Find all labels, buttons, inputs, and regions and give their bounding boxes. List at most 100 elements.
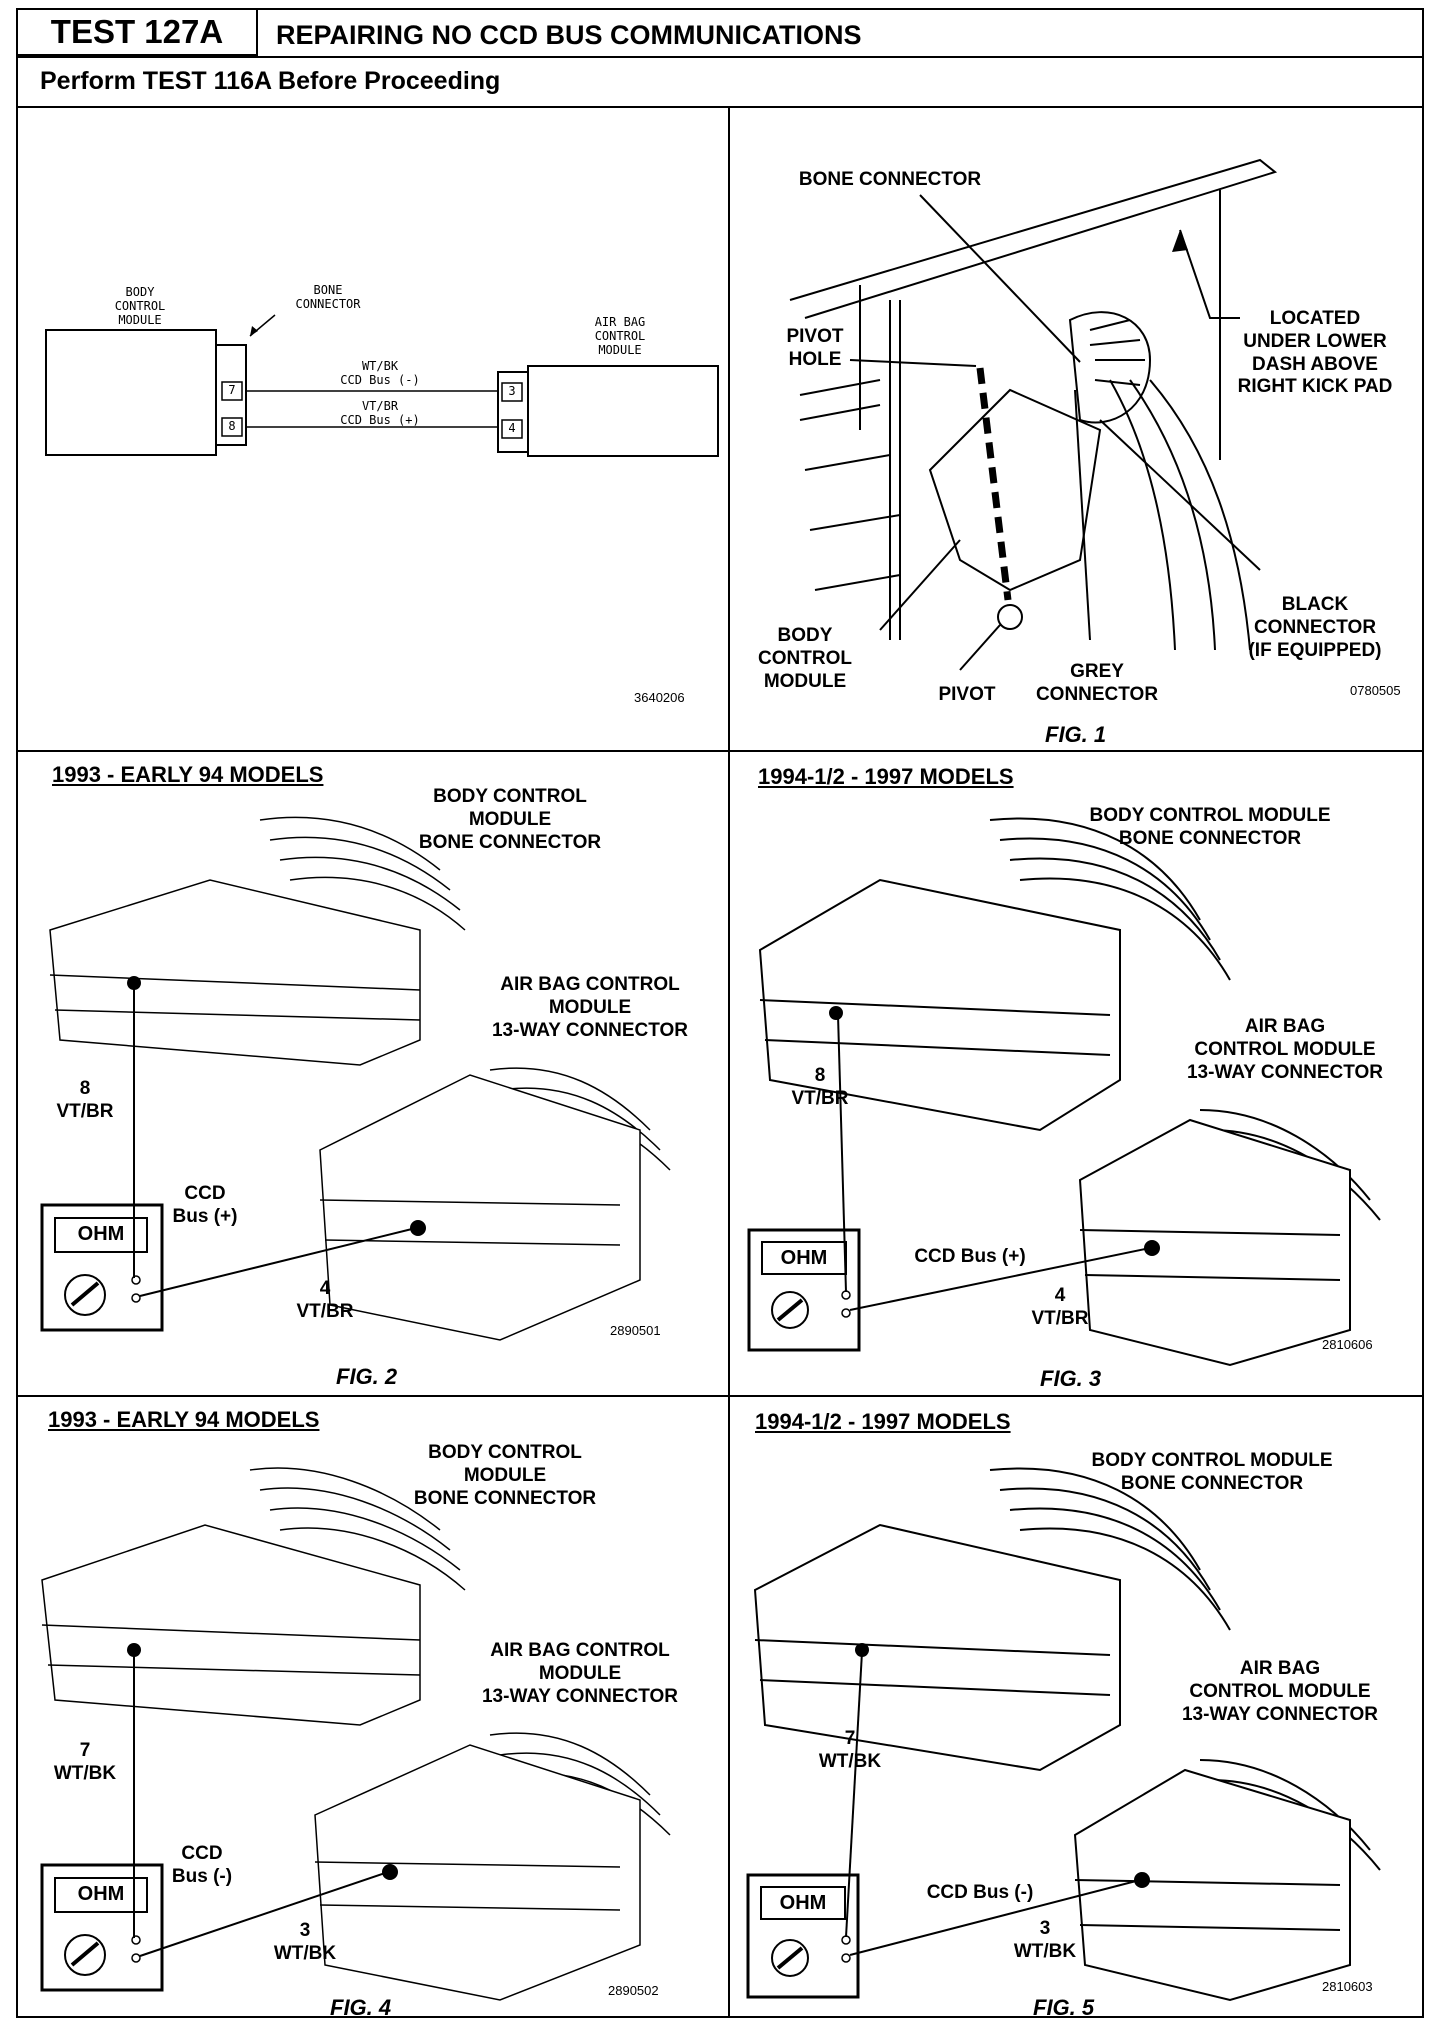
schematic-bcm-label: BODY CONTROL MODULE bbox=[114, 285, 166, 327]
fig5-lead-bcm bbox=[845, 1651, 863, 1938]
fig2-abcm-label: AIR BAG CONTROL MODULE 13-WAY CONNECTOR bbox=[491, 974, 689, 1041]
fig2-bcm-label: BODY CONTROL MODULE BONE CONNECTOR bbox=[418, 786, 602, 853]
pin-7: 7 bbox=[228, 383, 236, 397]
fig3-meter-display: OHM bbox=[780, 1247, 828, 1269]
fig5-models: 1994-1/2 - 1997 MODELS bbox=[755, 1409, 1011, 1434]
fig2-code: 2890501 bbox=[610, 1323, 661, 1338]
fig4-meter-display: OHM bbox=[77, 1883, 125, 1905]
fig5-abcm-label: AIR BAG CONTROL MODULE 13-WAY CONNECTOR bbox=[1181, 1658, 1379, 1725]
fig2-caption: FIG. 2 bbox=[336, 1364, 398, 1389]
fig4-pin-bcm: 7 WT/BK bbox=[53, 1740, 117, 1784]
fig1-black-connector-label: BLACK CONNECTOR (IF EQUIPPED) bbox=[1248, 594, 1382, 661]
fig4-bcm-connector bbox=[41, 1524, 421, 1726]
grid-row1-divider bbox=[18, 750, 1422, 752]
fig3-pin-bcm: 8 VT/BR bbox=[791, 1065, 849, 1109]
fig1-pivot-label: PIVOT bbox=[938, 684, 996, 705]
fig4-bcm-label: BODY CONTROL MODULE BONE CONNECTOR bbox=[413, 1442, 597, 1509]
fig5-bus-label: CCD Bus (-) bbox=[926, 1882, 1034, 1903]
fig1-located-label: LOCATED UNDER LOWER DASH ABOVE RIGHT KIC… bbox=[1237, 308, 1393, 398]
fig4-lead-abcm bbox=[139, 1871, 389, 1957]
fig3-lead-abcm bbox=[849, 1247, 1151, 1311]
pointer-black-connector bbox=[1099, 419, 1261, 571]
fig4-models: 1993 - EARLY 94 MODELS bbox=[48, 1407, 320, 1432]
page-subtitle: Perform TEST 116A Before Proceeding bbox=[40, 67, 501, 95]
fig3-code: 2810606 bbox=[1322, 1337, 1373, 1352]
fig4-caption: FIG. 4 bbox=[330, 1995, 392, 2020]
fig3-lead-bcm bbox=[837, 1014, 847, 1293]
wire-label-plus: VT/BR CCD Bus (+) bbox=[340, 399, 420, 427]
fig4-probe-bcm bbox=[127, 1643, 141, 1657]
pivot-dashed-line bbox=[976, 367, 1012, 601]
fig1-bcm-label: BODY CONTROL MODULE bbox=[758, 625, 852, 692]
fig2-pin-bcm: 8 VT/BR bbox=[56, 1078, 114, 1122]
fig2-probe-bcm bbox=[127, 976, 141, 990]
pin-4: 4 bbox=[508, 421, 516, 435]
fig4-abcm-label: AIR BAG CONTROL MODULE 13-WAY CONNECTOR bbox=[481, 1640, 679, 1707]
fig4-abcm-connector bbox=[314, 1744, 641, 2001]
fig3-caption: FIG. 3 bbox=[1040, 1366, 1102, 1391]
test-id: TEST 127A bbox=[18, 10, 258, 56]
fig3-bcm-label: BODY CONTROL MODULE BONE CONNECTOR bbox=[1089, 805, 1331, 849]
header-divider bbox=[18, 56, 1422, 58]
fig5-abcm-connector bbox=[1073, 1768, 1351, 2002]
fig1-grey-connector-label: GREY CONNECTOR bbox=[1035, 661, 1159, 705]
fig2-bus-label: CCD Bus (+) bbox=[172, 1183, 238, 1227]
fig3-bcm-connector bbox=[758, 878, 1121, 1132]
fig2-bcm-connector bbox=[49, 879, 421, 1066]
fig2-meter-display: OHM bbox=[77, 1223, 125, 1245]
fig2-abcm-connector bbox=[319, 1074, 641, 1341]
grid-vertical bbox=[728, 107, 730, 2016]
wire-label-minus: WT/BK CCD Bus (-) bbox=[340, 359, 420, 387]
fig4-code: 2890502 bbox=[608, 1983, 659, 1998]
fig3-probe-abcm bbox=[1144, 1240, 1160, 1256]
page-frame bbox=[16, 8, 1424, 2018]
fig5-probe-bcm bbox=[855, 1643, 869, 1657]
bone-connector-box bbox=[215, 344, 247, 446]
fig5-pin-abcm: 3 WT/BK bbox=[1013, 1918, 1077, 1962]
pointer-grey-connector bbox=[1074, 389, 1091, 641]
pin-3: 3 bbox=[508, 384, 516, 398]
fig5-code: 2810603 bbox=[1322, 1979, 1373, 1994]
fig1-caption: FIG. 1 bbox=[1045, 722, 1107, 747]
pointer-located bbox=[1179, 229, 1240, 319]
fig4-probe-abcm bbox=[382, 1864, 398, 1880]
pointer-pivot-hole bbox=[849, 359, 977, 367]
fig4-pin-abcm: 3 WT/BK bbox=[273, 1920, 337, 1964]
fig5-pin-bcm: 7 WT/BK bbox=[818, 1728, 882, 1772]
fig3-probe-bcm bbox=[829, 1006, 843, 1020]
fig5-bcm-label: BODY CONTROL MODULE BONE CONNECTOR bbox=[1091, 1450, 1333, 1494]
schematic-bone-connector-label: BONE CONNECTOR bbox=[295, 283, 361, 311]
fig5-lead-abcm bbox=[849, 1879, 1141, 1956]
fig3-bus-label: CCD Bus (+) bbox=[914, 1246, 1026, 1267]
page-title: REPAIRING NO CCD BUS COMMUNICATIONS bbox=[276, 20, 862, 50]
fig3-models: 1994-1/2 - 1997 MODELS bbox=[758, 764, 1014, 789]
fig5-probe-abcm bbox=[1134, 1872, 1150, 1888]
fig2-pin-abcm: 4 VT/BR bbox=[296, 1278, 354, 1322]
fig1-code: 0780505 bbox=[1350, 683, 1401, 698]
abcm-connector-box bbox=[497, 371, 529, 453]
grid-row2-divider bbox=[18, 1395, 1422, 1397]
fig5-caption: FIG. 5 bbox=[1033, 1995, 1095, 2020]
fig3-abcm-label: AIR BAG CONTROL MODULE 13-WAY CONNECTOR bbox=[1186, 1016, 1384, 1083]
fig3-pin-abcm: 4 VT/BR bbox=[1031, 1285, 1089, 1329]
pointer-bcm bbox=[879, 539, 961, 631]
pin-8: 8 bbox=[228, 419, 236, 433]
schematic-abcm-label: AIR BAG CONTROL MODULE bbox=[594, 315, 646, 357]
fig3-abcm-connector bbox=[1078, 1118, 1351, 1367]
pointer-pivot bbox=[959, 624, 1001, 671]
fig1-bone-connector-label: BONE CONNECTOR bbox=[798, 169, 982, 190]
subtitle-divider bbox=[18, 106, 1422, 108]
fig4-bus-label: CCD Bus (-) bbox=[171, 1843, 233, 1887]
fig5-meter-display: OHM bbox=[779, 1892, 827, 1914]
pointer-bone-connector bbox=[919, 194, 1081, 363]
schematic-code: 3640206 bbox=[634, 690, 685, 705]
fig2-lead-abcm bbox=[139, 1227, 417, 1297]
fig2-models: 1993 - EARLY 94 MODELS bbox=[52, 762, 324, 787]
